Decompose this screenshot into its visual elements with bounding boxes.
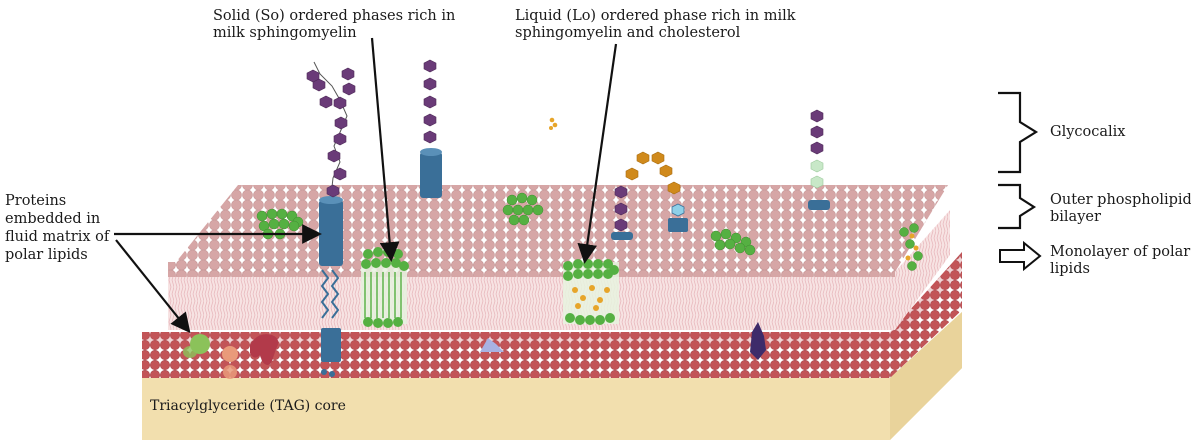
monolayer-arrow-icon: [999, 240, 1042, 272]
so-label-line-2: milk sphingomyelin: [213, 25, 357, 41]
proteins-label-line-4: polar lipids: [5, 247, 88, 263]
glycoprotein-center: [420, 59, 442, 198]
glycocalix-bracket: [998, 91, 1039, 174]
proteins-label-line-2: embedded in: [5, 211, 101, 227]
sphingomyelin-patches: [256, 192, 923, 271]
lo-label-line-1: Liquid (Lo) ordered phase rich in milk: [515, 8, 796, 24]
outer-bilayer-bracket: [998, 183, 1037, 230]
tag-core-label: Triacylglyceride (TAG) core: [150, 398, 346, 414]
lo-arrow: [577, 43, 618, 264]
outer-bilayer-label-line-1: Outer phospholipid: [1050, 192, 1191, 208]
peripheral-proteins: [183, 322, 766, 379]
glycan-left: [306, 61, 356, 198]
cholesterol-bits: [549, 117, 919, 261]
proteins-arrow-lower: [115, 239, 191, 334]
lo-raft: [563, 259, 619, 325]
glycoprotein-orange: [611, 151, 688, 240]
monolayer-label-line-2: lipids: [1050, 261, 1090, 277]
tag-core: [142, 312, 962, 440]
transmembrane-protein-left: [319, 196, 343, 377]
so-label-line-1: Solid (So) ordered phases rich in: [213, 8, 456, 24]
outer-phospholipid-bilayer: [168, 185, 948, 277]
glycoprotein-right: [808, 109, 830, 210]
leader-arrows: [114, 37, 618, 334]
proteins-label-line-1: Proteins: [5, 193, 67, 209]
so-arrow: [370, 37, 400, 262]
monolayer-label-line-1: Monolayer of polar: [1050, 244, 1191, 260]
outer-bilayer-label-line-2: bilayer: [1050, 209, 1101, 225]
glycocalix-label: Glycocalix: [1050, 124, 1126, 140]
proteins-label-line-3: fluid matrix of: [5, 229, 110, 245]
lo-label-line-2: sphingomyelin and cholesterol: [515, 25, 741, 41]
